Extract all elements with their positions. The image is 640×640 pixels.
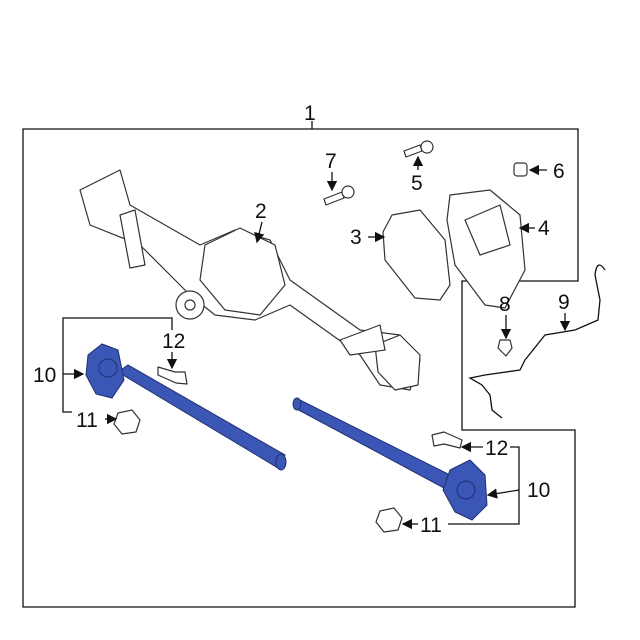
callout-11-left: 11 [76, 409, 98, 432]
callout-10-left: 10 [33, 364, 56, 387]
axle-nut-right [375, 507, 403, 533]
axle-nut-left [113, 409, 141, 435]
callout-12-right: 12 [485, 437, 508, 460]
wheel-bolt-left [157, 366, 188, 385]
callout-1: 1 [304, 102, 316, 125]
vent-clip [497, 339, 513, 357]
callout-7: 7 [325, 150, 337, 173]
cover-bolt [403, 140, 434, 158]
callout-11-right: 11 [420, 514, 442, 537]
wheel-bolt-right [431, 431, 463, 449]
axle-housing [79, 169, 421, 391]
callout-8: 8 [499, 293, 511, 316]
callout-4: 4 [538, 217, 550, 240]
callout-3: 3 [350, 226, 362, 249]
assembly-boundary [22, 128, 579, 608]
bolt-7 [323, 185, 355, 206]
left-axle-shaft [85, 343, 287, 471]
fill-plug [513, 162, 528, 177]
callout-9: 9 [558, 291, 570, 314]
callout-6: 6 [553, 160, 565, 183]
callout-12-left: 12 [162, 330, 185, 353]
callout-10-right: 10 [527, 479, 550, 502]
vent-tube [468, 264, 606, 419]
callout-2: 2 [255, 200, 267, 223]
right-axle-shaft [292, 397, 488, 521]
callout-5: 5 [411, 172, 423, 195]
cover-gasket [382, 209, 451, 301]
